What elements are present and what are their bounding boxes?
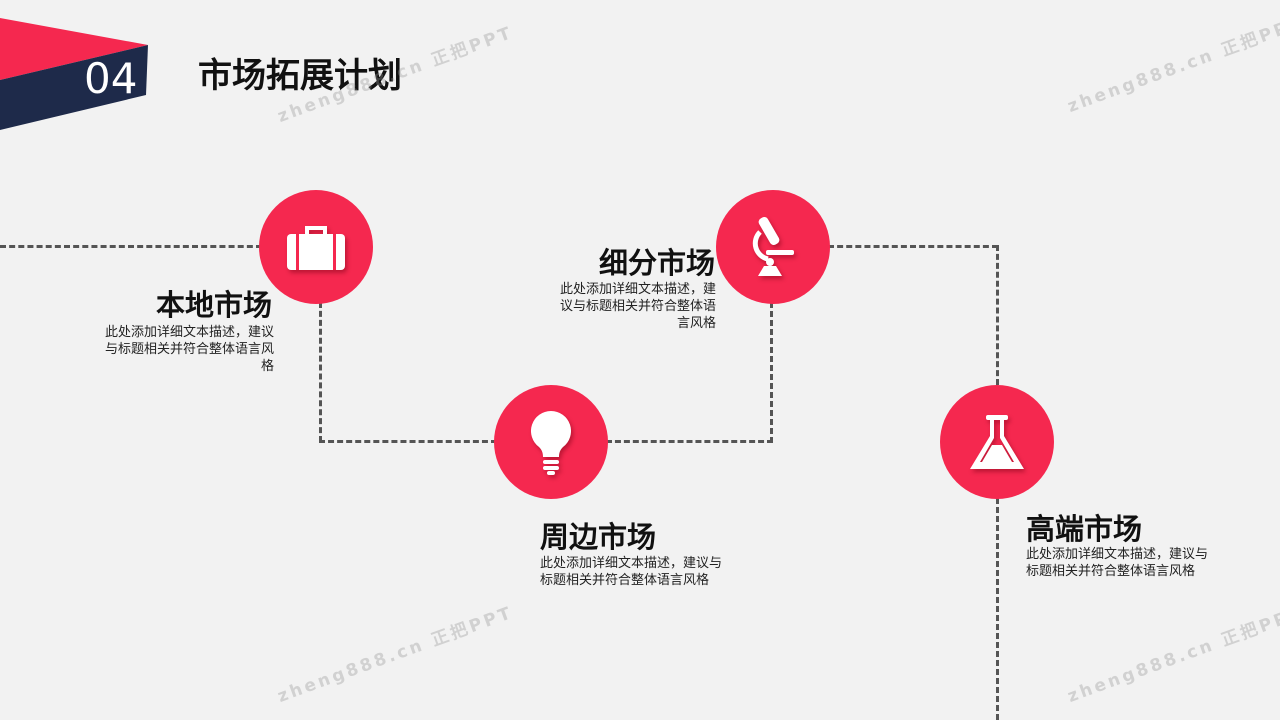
connector-line xyxy=(319,440,497,443)
connector-line xyxy=(319,302,322,442)
watermark: zheng888.cn 正把PPT xyxy=(1064,12,1280,117)
item-title: 细分市场 xyxy=(598,246,715,280)
section-number: 04 xyxy=(84,54,138,103)
item-desc: 此处添加详细文本描述，建议与标题相关并符合整体语言风格 xyxy=(104,325,274,374)
item-title: 本地市场 xyxy=(155,288,272,322)
item-desc: 此处添加详细文本描述，建议与标题相关并符合整体语言风格 xyxy=(559,282,716,331)
item-title: 周边市场 xyxy=(540,520,657,554)
connector-line xyxy=(0,245,262,248)
page-title: 市场拓展计划 xyxy=(198,56,402,96)
connector-line xyxy=(606,440,773,443)
item-desc: 此处添加详细文本描述，建议与标题相关并符合整体语言风格 xyxy=(540,556,723,588)
header-badge xyxy=(0,18,148,130)
watermark: zheng888.cn 正把PPT xyxy=(1064,602,1280,707)
flask-icon xyxy=(940,385,1054,499)
microscope-icon xyxy=(716,190,830,304)
watermark: zheng888.cn 正把PPT xyxy=(274,602,517,707)
item-title: 高端市场 xyxy=(1026,512,1143,546)
connector-line xyxy=(828,245,998,248)
connector-line xyxy=(996,498,999,720)
item-desc: 此处添加详细文本描述，建议与标题相关并符合整体语言风格 xyxy=(1026,547,1209,579)
connector-line xyxy=(996,245,999,385)
lightbulb-icon xyxy=(494,385,608,499)
connector-line xyxy=(770,302,773,443)
briefcase-icon xyxy=(259,190,373,304)
